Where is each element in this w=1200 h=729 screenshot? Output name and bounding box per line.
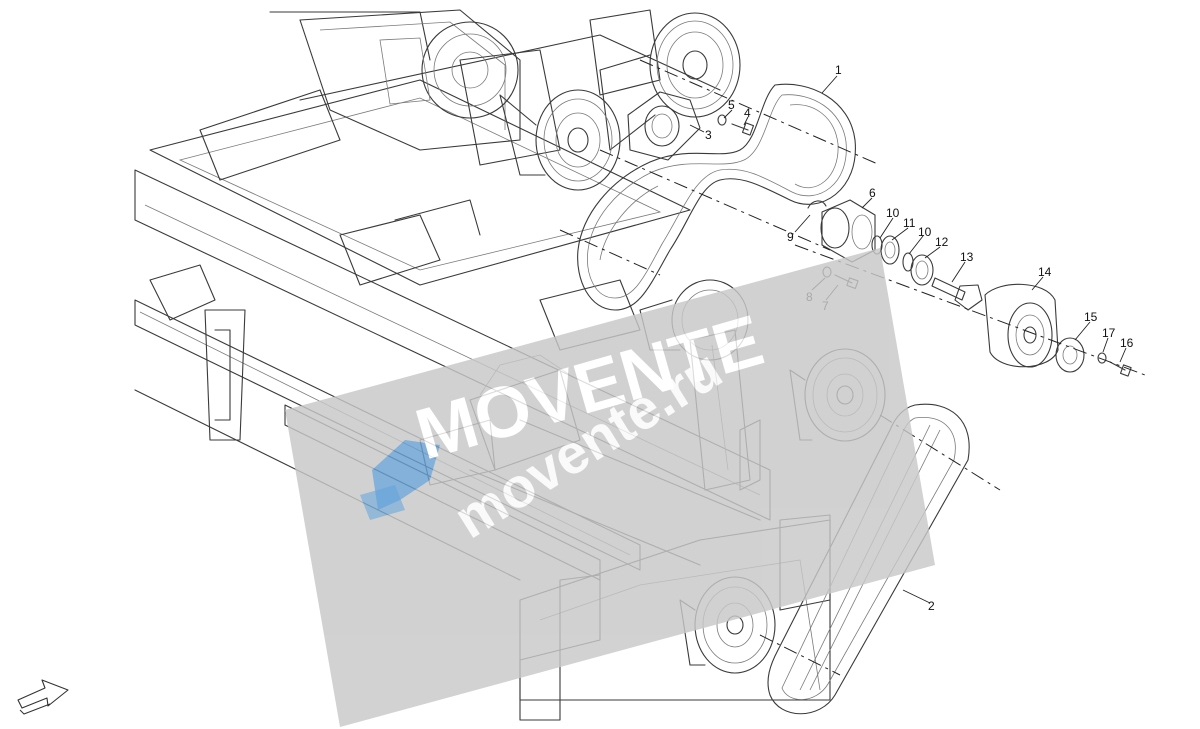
callout-9: 9: [787, 230, 794, 244]
callout-2: 2: [928, 599, 935, 613]
callout-16: 16: [1120, 336, 1134, 350]
callout-4: 4: [744, 106, 751, 120]
circlip-9: [807, 200, 827, 209]
bolt-4: [731, 122, 755, 136]
callout-15: 15: [1084, 310, 1098, 324]
idler-pulley-14: [984, 283, 1059, 368]
shaft-13: [931, 277, 983, 311]
callout-5: 5: [728, 98, 735, 112]
watermark: MOVENTE movente.ru: [285, 248, 935, 727]
belt-1: [577, 83, 856, 311]
upper-right-pulley: [599, 12, 741, 151]
engine-gearbox: [299, 9, 661, 166]
callout-3: 3: [705, 128, 712, 142]
callout-12: 12: [935, 235, 949, 249]
upper-left-pulley: [499, 89, 621, 191]
callout-10b: 10: [918, 225, 932, 239]
watermark-logo-icon: [360, 440, 440, 520]
bearing-11: [880, 235, 900, 265]
callout-1: 1: [835, 63, 842, 77]
callout-14: 14: [1038, 265, 1052, 279]
callout-10a: 10: [886, 206, 900, 220]
plate-15: [1055, 337, 1085, 373]
bracket-plate-3: [627, 91, 701, 161]
forward-arrow-icon: [17, 679, 69, 715]
callout-6: 6: [869, 186, 876, 200]
callout-17: 17: [1102, 326, 1116, 340]
callout-11: 11: [903, 216, 916, 230]
bolt-16: [1109, 361, 1132, 377]
bearing-12: [910, 254, 934, 286]
washer-17: [1097, 352, 1107, 364]
watermark-band: [285, 248, 935, 727]
washer-5: [717, 114, 727, 126]
callout-13: 13: [960, 250, 974, 264]
